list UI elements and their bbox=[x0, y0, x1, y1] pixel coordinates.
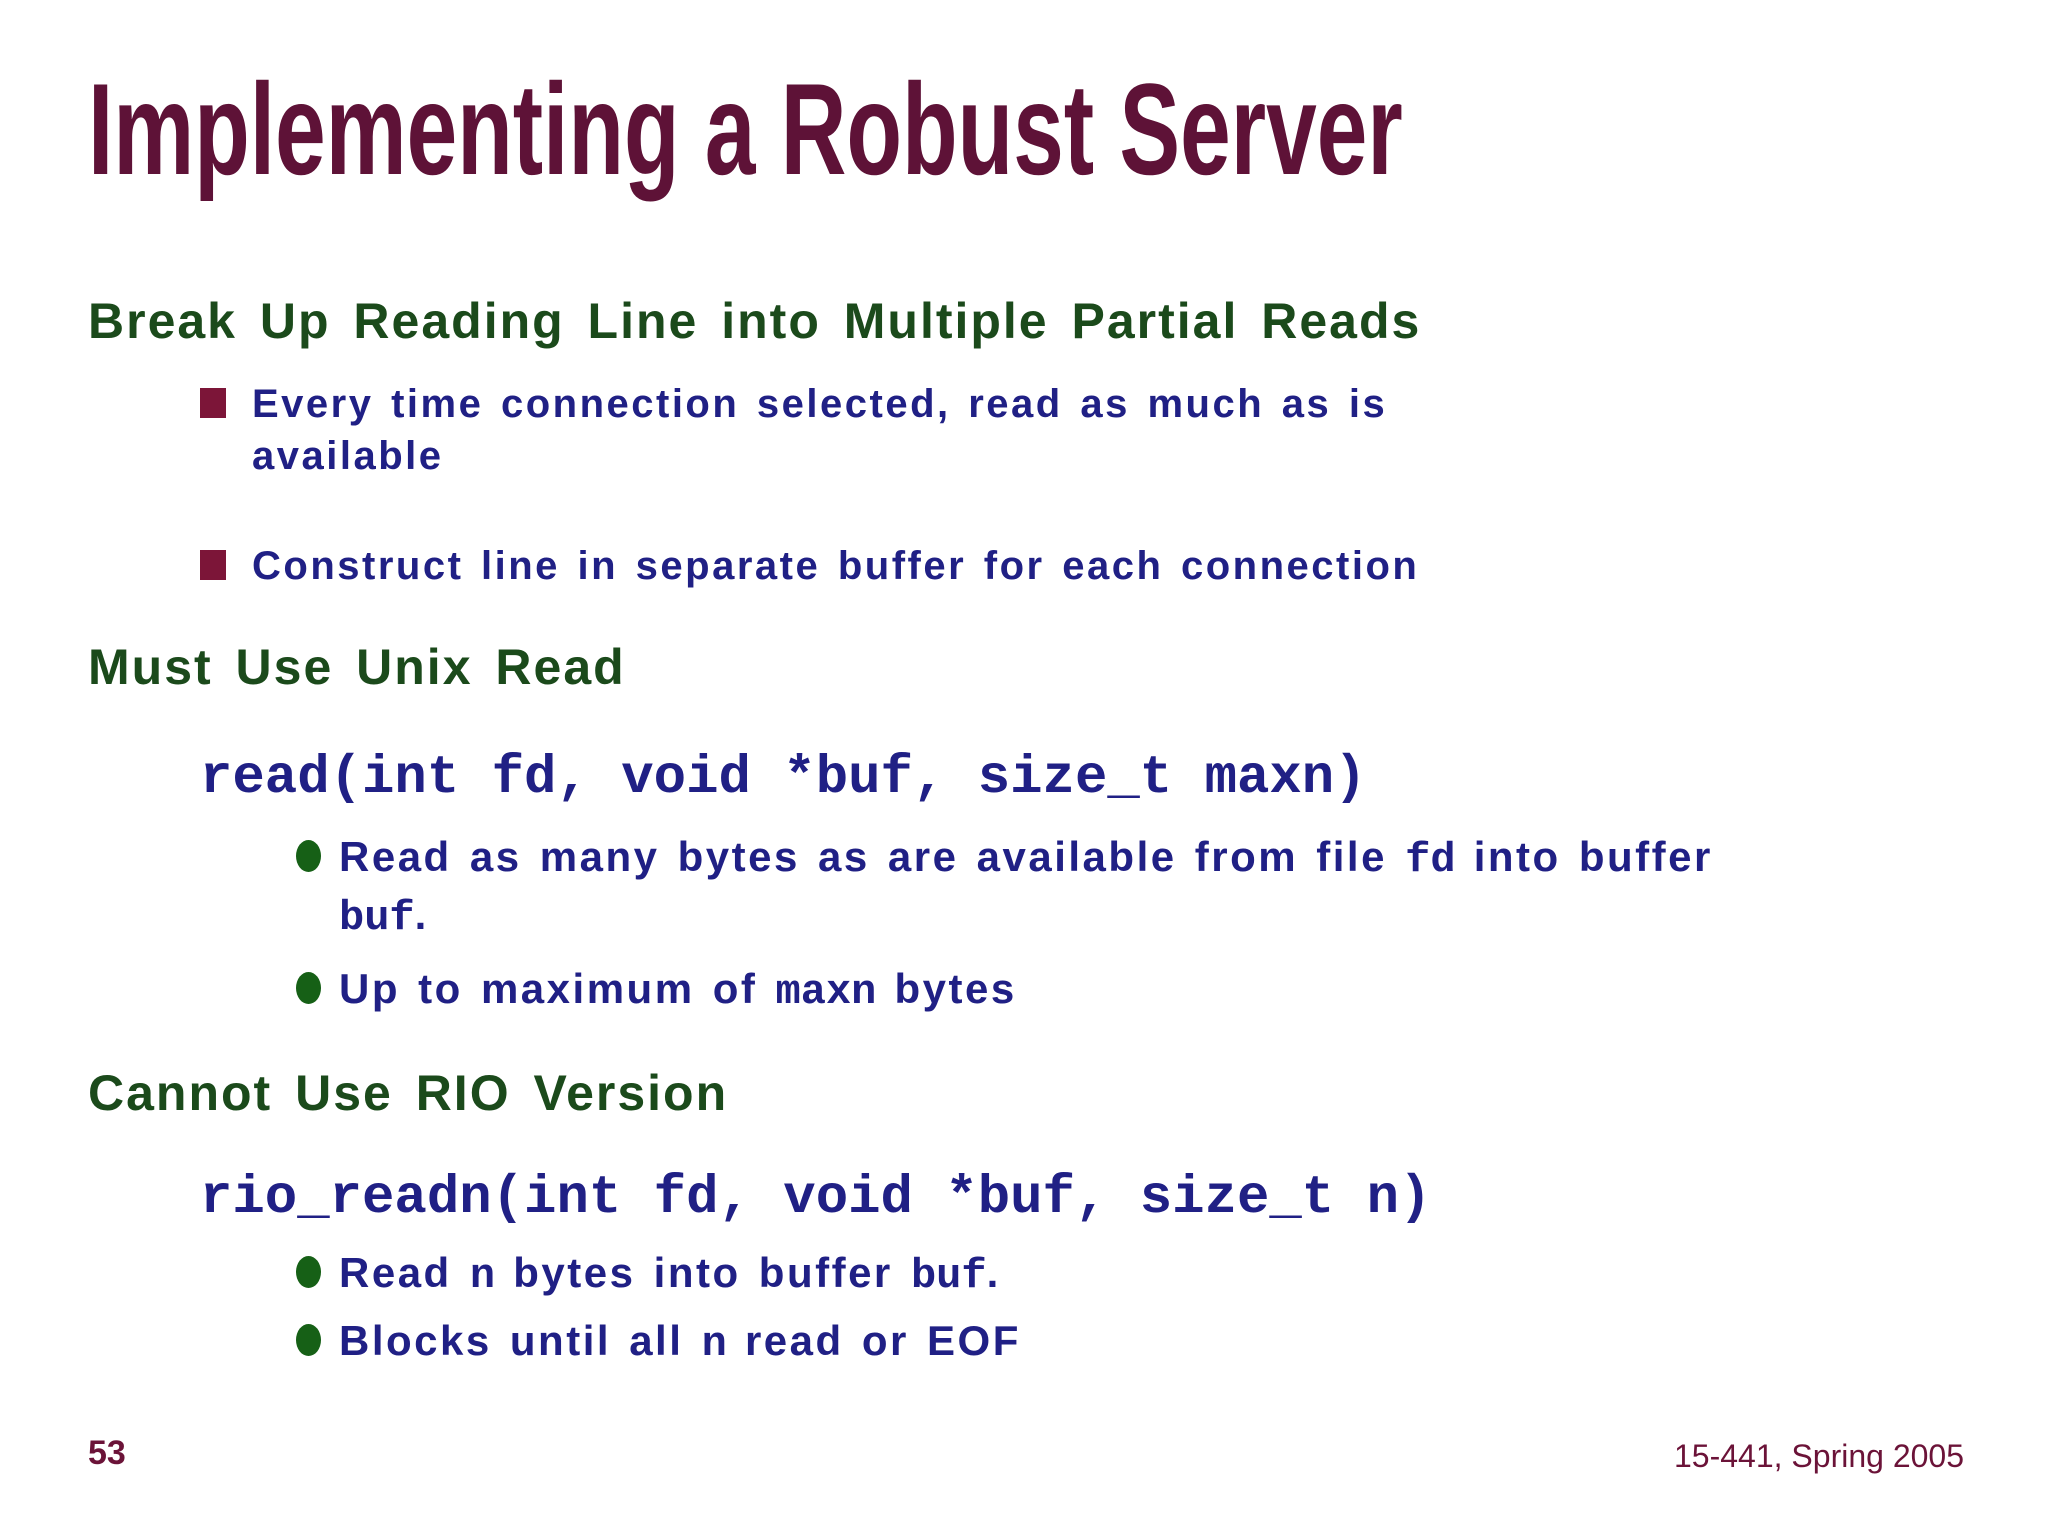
section-heading-must-use-unix-read: Must Use Unix Read bbox=[88, 639, 626, 695]
circle-bullet-icon bbox=[296, 1324, 321, 1356]
sub-bullet-text: Read as many bytes as are available from… bbox=[339, 833, 1713, 942]
square-bullet-icon bbox=[200, 388, 226, 418]
section-heading-cannot-use-rio: Cannot Use RIO Version bbox=[88, 1065, 729, 1121]
bullet-item: Every time connection selected, read as … bbox=[200, 378, 1492, 482]
code-line-rio-readn: rio_readn(int fd, void *buf, size_t n) bbox=[200, 1168, 1432, 1229]
slide-title: Implementing a Robust Server bbox=[88, 56, 1403, 202]
sub-bullet-item: Up to maximum of maxn bytes bbox=[296, 962, 1017, 1020]
sub-bullet-item: Blocks until all n read or EOF bbox=[296, 1314, 1021, 1372]
square-bullet-icon bbox=[200, 550, 226, 580]
footer-course-label: 15-441, Spring 2005 bbox=[1674, 1438, 1964, 1474]
bullet-text: Construct line in separate buffer for ea… bbox=[252, 544, 1420, 588]
section-heading-break-up-reading: Break Up Reading Line into Multiple Part… bbox=[88, 293, 1422, 349]
bullet-item: Construct line in separate buffer for ea… bbox=[200, 540, 1419, 592]
sub-bullet-text: Blocks until all n read or EOF bbox=[339, 1317, 1021, 1368]
circle-bullet-icon bbox=[296, 840, 321, 872]
sub-bullet-item: Read as many bytes as are available from… bbox=[296, 830, 1719, 945]
sub-bullet-item: Read n bytes into buffer buf. bbox=[296, 1246, 1001, 1304]
page-number: 53 bbox=[88, 1434, 126, 1472]
sub-bullet-text: Up to maximum of maxn bytes bbox=[339, 965, 1017, 1016]
bullet-text: Every time connection selected, read as … bbox=[252, 382, 1388, 478]
circle-bullet-icon bbox=[296, 1256, 321, 1288]
circle-bullet-icon bbox=[296, 972, 321, 1004]
sub-bullet-text: Read n bytes into buffer buf. bbox=[339, 1249, 1001, 1300]
code-line-read: read(int fd, void *buf, size_t maxn) bbox=[200, 748, 1367, 809]
